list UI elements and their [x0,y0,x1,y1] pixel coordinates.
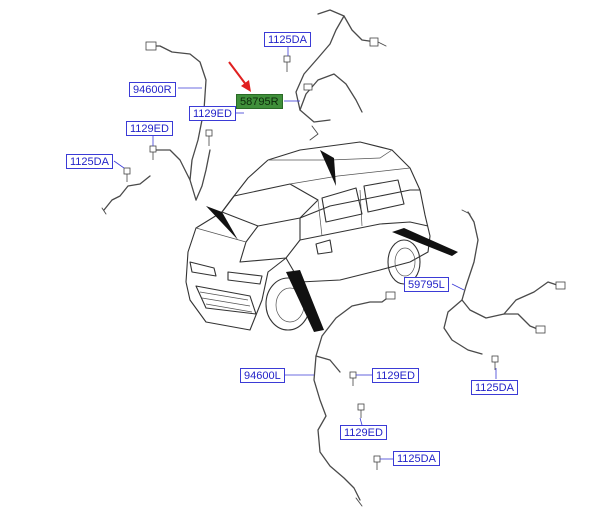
leader-lines [113,45,497,460]
part-label-58795r[interactable]: 58795R [236,94,283,109]
part-label-1129ed-bottom[interactable]: 1129ED [340,425,387,440]
part-label-1129ed-mid[interactable]: 1129ED [189,106,236,121]
part-label-1125da-bottom[interactable]: 1125DA [393,451,440,466]
part-label-1125da-top[interactable]: 1125DA [264,32,311,47]
harness-58795r [295,9,387,141]
part-label-94600l[interactable]: 94600L [240,368,285,383]
fasteners [123,55,499,470]
harness-94600r [101,41,211,215]
vehicle-illustration [185,141,431,331]
harness-59795l [443,209,566,355]
part-label-1125da-left[interactable]: 1125DA [66,154,113,169]
part-label-1129ed-left[interactable]: 1129ED [126,121,173,136]
part-label-1125da-right[interactable]: 1125DA [471,380,518,395]
red-pointer-arrow-icon [228,61,251,92]
harness-94600l [313,291,396,507]
part-label-94600r[interactable]: 94600R [129,82,176,97]
location-pointers [206,150,458,332]
part-label-59795l[interactable]: 59795L [404,277,449,292]
part-label-1129ed-low[interactable]: 1129ED [372,368,419,383]
